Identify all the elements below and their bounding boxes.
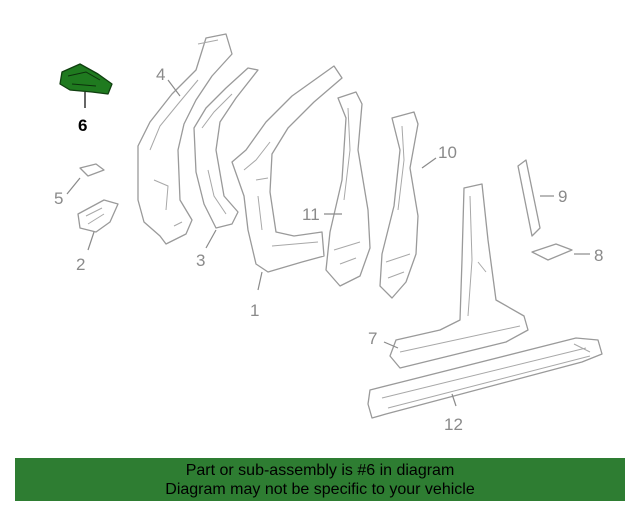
part-7-rocker-with-pillar: [389, 183, 529, 369]
banner-line-2: Diagram may not be specific to your vehi…: [165, 481, 475, 498]
info-banner: Part or sub-assembly is #6 in diagram Di…: [15, 458, 625, 501]
leader-7: [383, 341, 399, 349]
callout-12: 12: [444, 415, 463, 434]
leader-10: [421, 157, 437, 169]
leader-3: [205, 229, 217, 249]
callout-7: 7: [368, 329, 377, 348]
part-1-a-pillar-panel: [231, 65, 343, 273]
callout-2: 2: [76, 255, 85, 274]
part-9-trim-strip: [517, 159, 541, 237]
part-11-b-pillar-inner: [325, 91, 371, 287]
callout-10: 10: [438, 143, 457, 162]
leader-1: [257, 271, 263, 291]
leader-2: [87, 231, 95, 251]
callout-1: 1: [250, 301, 259, 320]
part-2-gusset: [77, 199, 119, 233]
part-5-block: [79, 163, 105, 177]
callout-11: 11: [302, 205, 320, 224]
part-3-inner-pillar: [193, 67, 259, 229]
callout-8: 8: [594, 246, 603, 265]
part-10-b-pillar-outer: [379, 111, 419, 299]
part-6-bracket[interactable]: [59, 63, 113, 95]
callout-6: 6: [78, 116, 87, 135]
part-12-rocker-panel: [367, 337, 603, 419]
callout-5: 5: [54, 189, 63, 208]
leader-5: [66, 177, 81, 195]
part-8-block: [531, 243, 573, 261]
part-4-outer-pillar: [137, 33, 233, 245]
callout-3: 3: [196, 251, 205, 270]
banner-line-1: Part or sub-assembly is #6 in diagram: [185, 462, 455, 479]
callout-4: 4: [156, 65, 165, 84]
leader-12: [451, 393, 457, 407]
callout-9: 9: [558, 187, 567, 206]
leader-4: [167, 79, 181, 97]
